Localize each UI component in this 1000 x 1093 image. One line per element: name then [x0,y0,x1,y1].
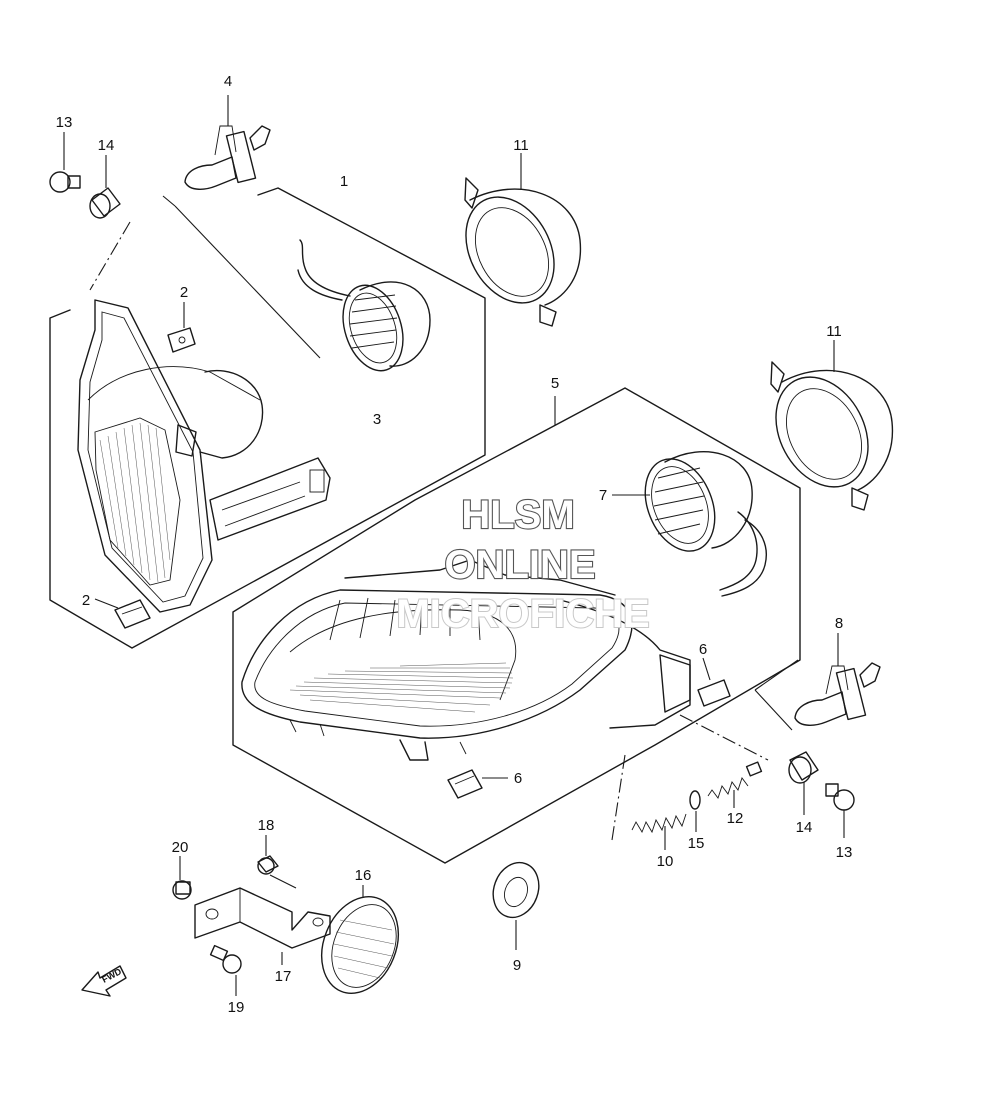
callout-17: 17 [275,968,292,985]
grommet-9 [492,861,540,950]
bulb-socket-7 [612,451,767,597]
clip-6-lower [447,769,508,799]
screw-13-upper [49,132,81,193]
watermark-line3: MICROFICHE [396,592,649,636]
callout-14-lower: 14 [796,819,813,836]
washer-15 [689,790,701,832]
callout-8: 8 [835,615,843,632]
callout-6-lower: 6 [514,770,522,787]
reflector-16 [321,885,399,994]
assembly-frame-5 [232,387,801,864]
bracket-17 [194,874,331,965]
callout-15: 15 [688,835,705,852]
ring-11-upper [464,153,582,327]
bolt-19 [209,944,242,996]
callout-4: 4 [224,73,232,90]
headlamp-housing-upper [77,299,331,613]
callout-5: 5 [551,375,559,392]
reflector-hatching-upper [99,422,171,583]
grommet-14-lower [788,751,819,815]
callout-6-upper: 6 [699,641,707,658]
callout-3: 3 [373,411,381,428]
fwd-arrow-icon: FWD [81,965,127,997]
callout-9: 9 [513,957,521,974]
spring-10 [631,813,687,850]
assembly-frame-1 [49,187,486,649]
callout-10: 10 [657,853,674,870]
callout-11-upper: 11 [513,137,529,154]
nut-18 [257,835,279,875]
callout-11-lower: 11 [826,323,842,340]
headlamp-housing-lower [241,559,691,761]
callout-18: 18 [258,817,275,834]
watermark-line2: ONLINE [444,543,595,587]
grommet-14-upper [89,155,121,219]
callout-19: 19 [228,999,245,1016]
screw-13-lower [825,783,855,838]
clip-2-lower [94,598,151,629]
callout-2-upper: 2 [180,284,188,301]
ring-11-lower [770,340,894,511]
callout-13-lower: 13 [836,844,853,861]
clip-6-upper [697,657,731,707]
adjuster-screw-12 [707,761,763,808]
callout-20: 20 [172,839,189,856]
callout-12: 12 [727,810,744,827]
callout-14-upper: 14 [98,137,115,154]
bulb-8 [794,633,881,726]
watermark: HLSM ONLINE MICROFICHE [395,492,650,637]
callout-16: 16 [355,867,372,884]
callout-13-upper: 13 [56,114,73,131]
callout-7: 7 [599,487,607,504]
reflector-hatching-lower [289,662,514,713]
nut-20 [172,856,192,900]
callout-labels: 1 2 2 3 4 5 6 6 7 8 9 10 11 11 12 13 13 … [56,73,853,1016]
bulb-socket-3 [297,239,431,372]
bulb-4 [184,95,271,190]
callout-1: 1 [340,173,348,190]
clip-2-upper [167,302,196,353]
watermark-line1: HLSM [461,493,574,537]
callout-2-lower: 2 [82,592,90,609]
